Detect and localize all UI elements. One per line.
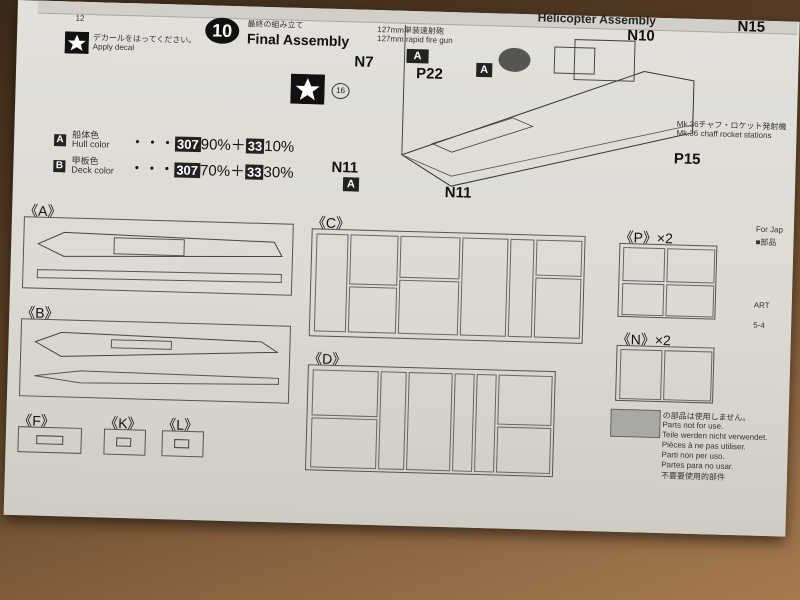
sprue-c-cell: [507, 238, 535, 338]
sprue-l-frame: [161, 430, 205, 458]
side-text-3: ART: [753, 300, 770, 311]
color-b-code1: 307: [174, 162, 201, 179]
step-title-jp: 最終の組み立て: [247, 19, 304, 30]
ship-hull-drawing: [400, 24, 695, 187]
color-b-pct2: 30%: [263, 163, 294, 182]
sprue-c-cell: [397, 279, 460, 336]
sprue-d-cell: [378, 371, 407, 470]
prev-step-number: 12: [75, 13, 85, 23]
not-used-it: Parti non per uso.: [661, 450, 725, 461]
runner-a-badge-3: A: [342, 177, 360, 192]
sprue-c-cell: [349, 234, 399, 286]
sprue-c-cell: [533, 277, 582, 339]
sprue-p-cell: [666, 248, 716, 284]
sprue-f-frame: [17, 426, 83, 454]
sprue-p-cell: [621, 282, 665, 317]
side-text-1: For Jap: [755, 224, 784, 235]
side-text-4: 5-4: [753, 320, 765, 330]
color-a-pct1: 90%: [200, 136, 232, 154]
not-used-cn: 不要要使用的部件: [660, 471, 726, 482]
sprue-d-cell: [497, 374, 553, 427]
sprue-b-frame: [18, 318, 292, 404]
sprue-k-frame: [103, 428, 147, 456]
side-text-2: ■部品: [755, 237, 777, 248]
instruction-sheet: 12 Helicopter Assembly N10 N15 10 最終の組み立…: [3, 0, 800, 537]
part-n7: N7: [354, 53, 374, 71]
color-b-row: B: [53, 155, 69, 173]
color-a-pct2: 10%: [264, 137, 295, 156]
sprue-n-cell: [619, 348, 663, 401]
step-number-badge: 10: [204, 17, 240, 45]
sprue-d-frame: [304, 364, 556, 478]
color-b-letter: B: [53, 160, 66, 173]
sprue-p-cell: [665, 284, 715, 318]
sprue-d-cell: [406, 372, 453, 472]
color-a-row: A: [53, 129, 70, 147]
part-n15: N15: [737, 18, 766, 36]
star-decal-icon: [290, 73, 326, 110]
not-used-en: Parts not for use.: [662, 420, 724, 431]
sprue-c-cell: [313, 233, 349, 333]
sprue-p-frame: [617, 242, 718, 320]
sprue-d-cell: [452, 373, 475, 472]
sprue-c-frame: [308, 228, 586, 344]
decal-star-icon: [64, 31, 90, 59]
sprue-n-frame: [615, 344, 715, 404]
sprue-c-cell: [535, 239, 583, 277]
sprue-d-cell: [310, 417, 378, 470]
decal-number-badge: 16: [331, 82, 350, 100]
sprue-c-cell: [347, 286, 398, 334]
color-a-code2: 33: [245, 138, 265, 154]
sprue-d-cell: [495, 426, 552, 475]
sprue-c-cell: [459, 237, 509, 337]
color-a-en: Hull color: [71, 138, 110, 150]
part-n11-left: N11: [331, 158, 359, 177]
step-title-en: Final Assembly: [246, 30, 350, 50]
sprue-a-frame: [21, 216, 294, 296]
sprue-p-cell: [622, 246, 666, 283]
decal-note-en: Apply decal: [92, 42, 135, 53]
sprue-d-cell: [474, 373, 497, 473]
color-b-en: Deck color: [71, 164, 114, 176]
color-b-pct1: 70%: [199, 162, 231, 180]
sprue-d-cell: [311, 369, 379, 418]
color-b-code2: 33: [244, 164, 264, 180]
not-used-swatch: [610, 408, 661, 439]
sprue-c-cell: [399, 235, 461, 280]
color-a-letter: A: [53, 134, 67, 147]
color-a-code1: 307: [174, 136, 201, 153]
sprue-n-cell: [663, 350, 713, 402]
